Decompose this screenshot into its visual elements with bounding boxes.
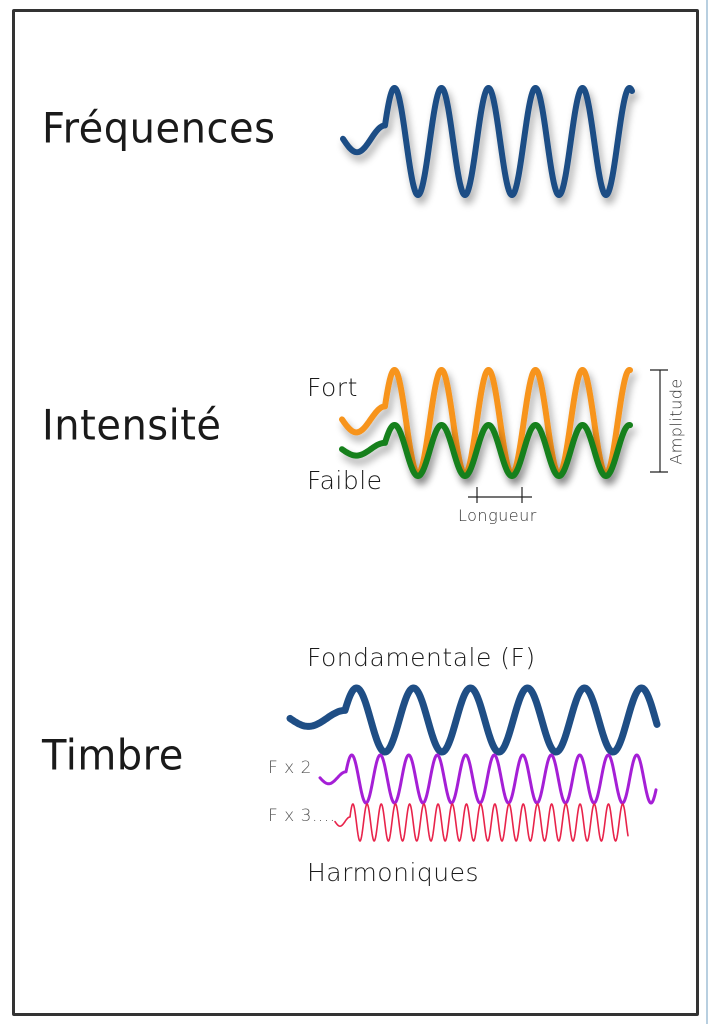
harmonic3-label: F x 3.... xyxy=(268,806,336,826)
amplitude-bracket xyxy=(650,369,668,473)
page-edge xyxy=(706,0,708,1024)
harmonic2-wave xyxy=(318,753,658,805)
harmonic3-wave xyxy=(334,803,629,842)
intensite-title: Intensité xyxy=(42,401,222,451)
page-frame xyxy=(12,9,699,1016)
strong-wave xyxy=(339,367,633,477)
timbre-title: Timbre xyxy=(42,731,184,781)
frequences-title: Fréquences xyxy=(42,104,276,154)
frequency-wave xyxy=(340,85,635,198)
longueur-label: Longueur xyxy=(458,506,537,525)
harmonic2-label: F x 2 xyxy=(268,758,312,778)
faible-label: Faible xyxy=(307,466,383,495)
harmoniques-label: Harmoniques xyxy=(307,858,480,887)
weak-wave xyxy=(339,422,633,479)
fort-label: Fort xyxy=(307,373,358,402)
longueur-bracket xyxy=(468,487,532,503)
fondamentale-label: Fondamentale (F) xyxy=(307,643,536,672)
fundamental-wave xyxy=(286,684,661,756)
